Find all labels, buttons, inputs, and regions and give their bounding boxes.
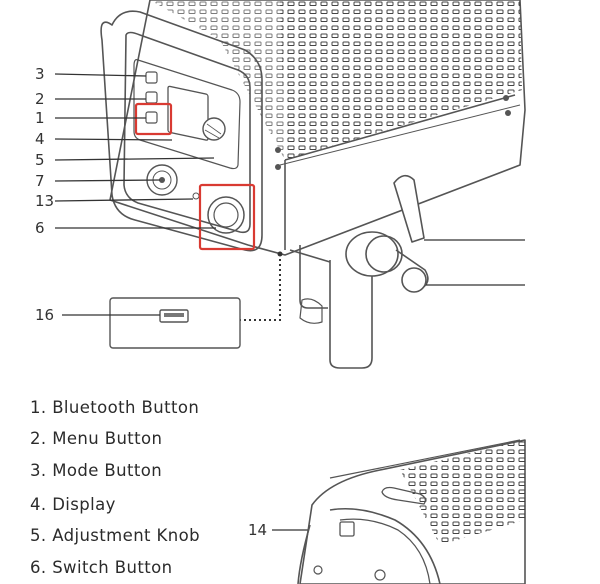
- highlight-bluetooth-button: [134, 102, 173, 136]
- right-leaders: [424, 239, 525, 286]
- light-unit-bottom: [297, 439, 526, 584]
- callout-16: 16: [35, 306, 54, 324]
- callout-4: 4: [35, 130, 45, 148]
- callout-1: 1: [35, 109, 45, 127]
- legend-item-menu-button: 2. Menu Button: [30, 429, 162, 448]
- callout-5: 5: [35, 151, 45, 169]
- callout-13: 13: [35, 192, 54, 210]
- legend-item-adjustment-knob: 5. Adjustment Knob: [30, 526, 200, 545]
- legend-item-mode-button: 3. Mode Button: [30, 461, 162, 480]
- callout-14: 14: [248, 521, 267, 539]
- callout-leaders: [54, 73, 345, 531]
- legend-item-display: 4. Display: [30, 495, 116, 514]
- callout-numbers: 3 2 1 4 5 7 13 6 16 14: [35, 65, 267, 539]
- usb-port-icon: [159, 309, 189, 323]
- usb-inset: [109, 297, 241, 349]
- highlight-switch-button: [198, 183, 256, 251]
- callout-6: 6: [35, 219, 45, 237]
- legend-item-switch-button: 6. Switch Button: [30, 558, 172, 577]
- light-unit-top: [100, 0, 526, 369]
- legend: 1. Bluetooth Button 2. Menu Button 3. Mo…: [30, 398, 200, 577]
- callout-7: 7: [35, 172, 45, 190]
- callout-2: 2: [35, 90, 45, 108]
- callout-3: 3: [35, 65, 45, 83]
- usb-dotted-leader: [240, 254, 281, 321]
- highlight-boxes: [134, 102, 256, 251]
- legend-item-bluetooth-button: 1. Bluetooth Button: [30, 398, 199, 417]
